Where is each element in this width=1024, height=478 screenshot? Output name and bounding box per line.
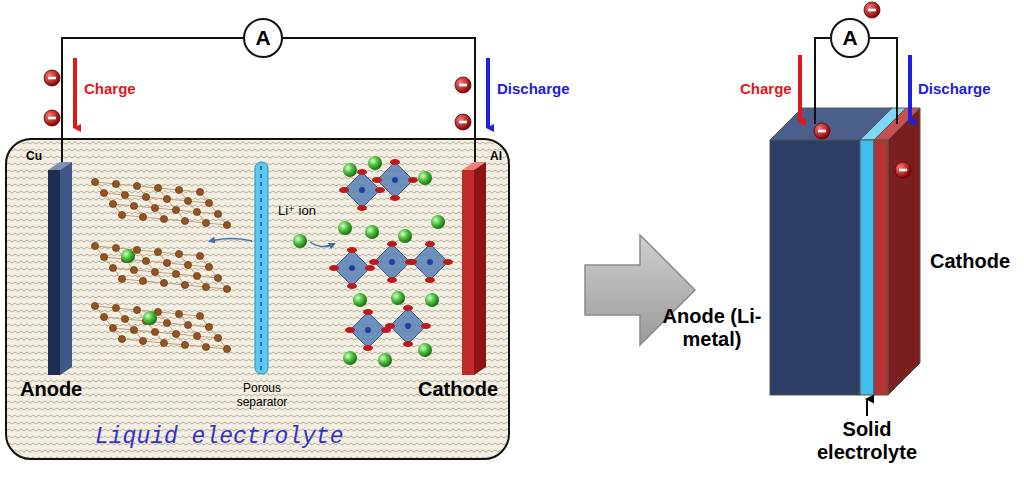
discharge-label: Discharge [497,80,570,97]
charge-label: Charge [84,80,136,97]
current-collector: Cu [26,150,42,164]
part-name: Porous separator [222,382,302,410]
ammeter-symbol: A [255,26,270,50]
ammeter: A [830,18,870,58]
part-name: Cathode [930,250,1010,273]
electrolyte-label: Liquid electrolyte [95,424,343,450]
part-name: Anode (Li-metal) [650,305,775,351]
ammeter: A [243,18,283,58]
ion-label: Li⁺ ion [278,204,316,219]
part-name: Cathode [418,378,498,401]
charge-label: Charge [740,80,792,97]
electrolyte-cell: Liquid electrolyte [5,138,510,460]
ammeter-symbol: A [842,26,857,50]
part-name: Anode [20,378,82,401]
part-name: Solid electrolyte [807,418,927,464]
discharge-label: Discharge [918,80,991,97]
current-collector: Al [490,150,502,164]
